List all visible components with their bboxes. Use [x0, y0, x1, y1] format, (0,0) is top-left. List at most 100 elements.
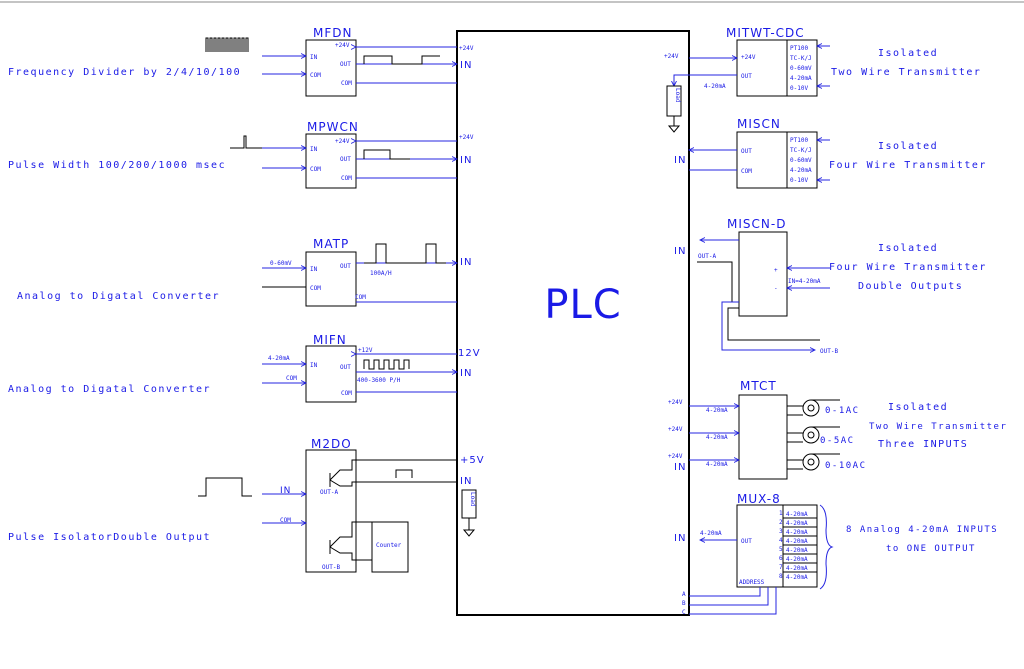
matp-box [305, 251, 357, 307]
mux-sig-2: 4-20mA [786, 520, 808, 527]
mux-out-signal: 4-20mA [700, 530, 722, 537]
ground-icon [462, 529, 476, 537]
mifn-com2-label: COM [341, 390, 352, 397]
m2do-caption: Pulse IsolatorDouble Output [8, 532, 211, 543]
plc-miscnd-in: IN [674, 246, 686, 257]
miscnd-module: MISCN-D IN OUT-A OUT-B + - IN=4-20mA Iso… [674, 217, 985, 355]
plc-mpwcn-pwr: +24V [459, 134, 474, 141]
mpwcn-caption: Pulse Width 100/200/1000 msec [8, 160, 226, 171]
matp-range: 0-60mV [270, 260, 292, 267]
mux-address-label: ADDRESS [739, 579, 765, 586]
plc-label: PLC [544, 282, 621, 328]
m2do-box [305, 449, 357, 573]
mux-sig-5: 4-20mA [786, 547, 808, 554]
m2do-title: M2DO [311, 437, 352, 451]
mux-in-3: 3 [779, 528, 783, 535]
matp-freq: 100A/H [370, 270, 392, 277]
mux-brace [819, 504, 834, 590]
mtct-ch2-ct: 0-5AC [820, 436, 855, 446]
mitwt-load-label: Load [674, 88, 681, 103]
mitwt-signal: 4-20mA [704, 83, 726, 90]
mfdn-out-label: OUT [340, 61, 351, 68]
mtct-ch1-pwr: +24V [668, 399, 683, 406]
miscn-range-1: PT100 [790, 137, 808, 144]
mux-addr-b: B [682, 600, 686, 607]
mtct-ch1-ct: 0-1AC [825, 406, 860, 416]
mux-sig-7: 4-20mA [786, 565, 808, 572]
mpwcn-com2-label: COM [341, 175, 352, 182]
mux-out-label: OUT [741, 538, 752, 545]
mtct-caption-3: Three INPUTS [878, 439, 968, 450]
mux-module: MUX-8 IN 4-20mA OUT ADDRESS 1 2 3 4 5 6 … [674, 492, 998, 616]
miscn-range-3: 0-60mV [790, 157, 812, 164]
mux-in-8: 8 [779, 573, 783, 580]
plc-matp-in: IN [460, 257, 472, 268]
plc-block [456, 30, 690, 616]
mitwt-module: MITWT-CDC +24V +24V OUT 4-20mA Load PT10… [664, 26, 981, 133]
miscn-title: MISCN [737, 117, 781, 131]
miscnd-title: MISCN-D [727, 217, 786, 231]
mtct-ch2-sig: 4-20mA [706, 434, 728, 441]
plc-mifn-in: IN [460, 368, 472, 379]
square-pulse-icon [198, 477, 252, 497]
mux-addr-a: A [682, 591, 686, 598]
single-pulse-icon [230, 135, 262, 149]
mitwt-range-4: 4-20mA [790, 75, 812, 82]
miscnd-minus: - [774, 285, 778, 292]
miscnd-outb-label: OUT-B [820, 348, 838, 355]
mfdn-title: MFDN [313, 26, 352, 40]
mitwt-box [736, 39, 788, 97]
mtct-title: MTCT [740, 379, 777, 393]
mifn-title: MIFN [313, 333, 347, 347]
miscn-com-label: COM [741, 168, 752, 175]
mfdn-com2-label: COM [341, 80, 352, 87]
mitwt-pwr-label: +24V [741, 54, 756, 61]
matp-title: MATP [313, 237, 349, 251]
mux-in-1: 1 [779, 510, 783, 517]
plc-mfdn-in: IN [460, 60, 472, 71]
mtct-ch1-sig: 4-20mA [706, 407, 728, 414]
mifn-range: 4-20mA [268, 355, 290, 362]
mfdn-box [305, 39, 357, 97]
mfdn-com-label: COM [310, 72, 321, 79]
miscn-caption-1: Isolated [878, 141, 938, 152]
mpwcn-out-label: OUT [340, 156, 351, 163]
mfdn-caption: Frequency Divider by 2/4/10/100 [8, 67, 241, 78]
pulse-train-icon [205, 37, 249, 52]
mux-sig-4: 4-20mA [786, 538, 808, 545]
matp-out-label: OUT [340, 263, 351, 270]
matp-module: MATP 0-60mV IN COM OUT 100A/H COM Analog… [17, 237, 472, 307]
mtct-caption-1: Isolated [888, 402, 948, 413]
mux-caption-1: 8 Analog 4-20mA INPUTS [846, 525, 998, 535]
plc-mux-in: IN [674, 533, 686, 544]
m2do-module: M2DO IN COM OUT-A OUT-B Counter Pulse Is… [8, 437, 484, 573]
miscnd-box [738, 231, 788, 317]
mux-sig-3: 4-20mA [786, 529, 808, 536]
mitwt-caption-2: Two Wire Transmitter [831, 67, 981, 78]
mux-in-4: 4 [779, 537, 783, 544]
load-label: Load [469, 492, 476, 507]
miscn-range-5: 0-10V [790, 177, 808, 184]
matp-caption: Analog to Digatal Converter [17, 291, 220, 302]
miscnd-caption-1: Isolated [878, 243, 938, 254]
mux-sig-1: 4-20mA [786, 511, 808, 518]
matp-com2-label: COM [355, 294, 366, 301]
miscn-range-4: 4-20mA [790, 167, 812, 174]
mtct-ch3-sig: 4-20mA [706, 461, 728, 468]
mfdn-pwr-label: +24V [335, 42, 350, 49]
mitwt-range-3: 0-60mV [790, 65, 812, 72]
mifn-caption: Analog to Digatal Converter [8, 384, 211, 395]
miscnd-input-range: IN=4-20mA [788, 278, 821, 285]
mitwt-title: MITWT-CDC [726, 26, 805, 40]
m2do-outb-label: OUT-B [322, 564, 340, 571]
m2do-com-label: COM [280, 517, 291, 524]
mifn-com-label: COM [286, 375, 297, 382]
mpwcn-module: MPWCN IN COM +24V OUT COM Pulse Width 10… [8, 120, 474, 189]
mux-caption-2: to ONE OUTPUT [886, 544, 976, 554]
counter-label: Counter [376, 542, 402, 549]
mitwt-range-5: 0-10V [790, 85, 808, 92]
plc-mpwcn-in: IN [460, 155, 472, 166]
miscn-out-label: OUT [741, 148, 752, 155]
mux-addr-c: C [682, 609, 686, 616]
